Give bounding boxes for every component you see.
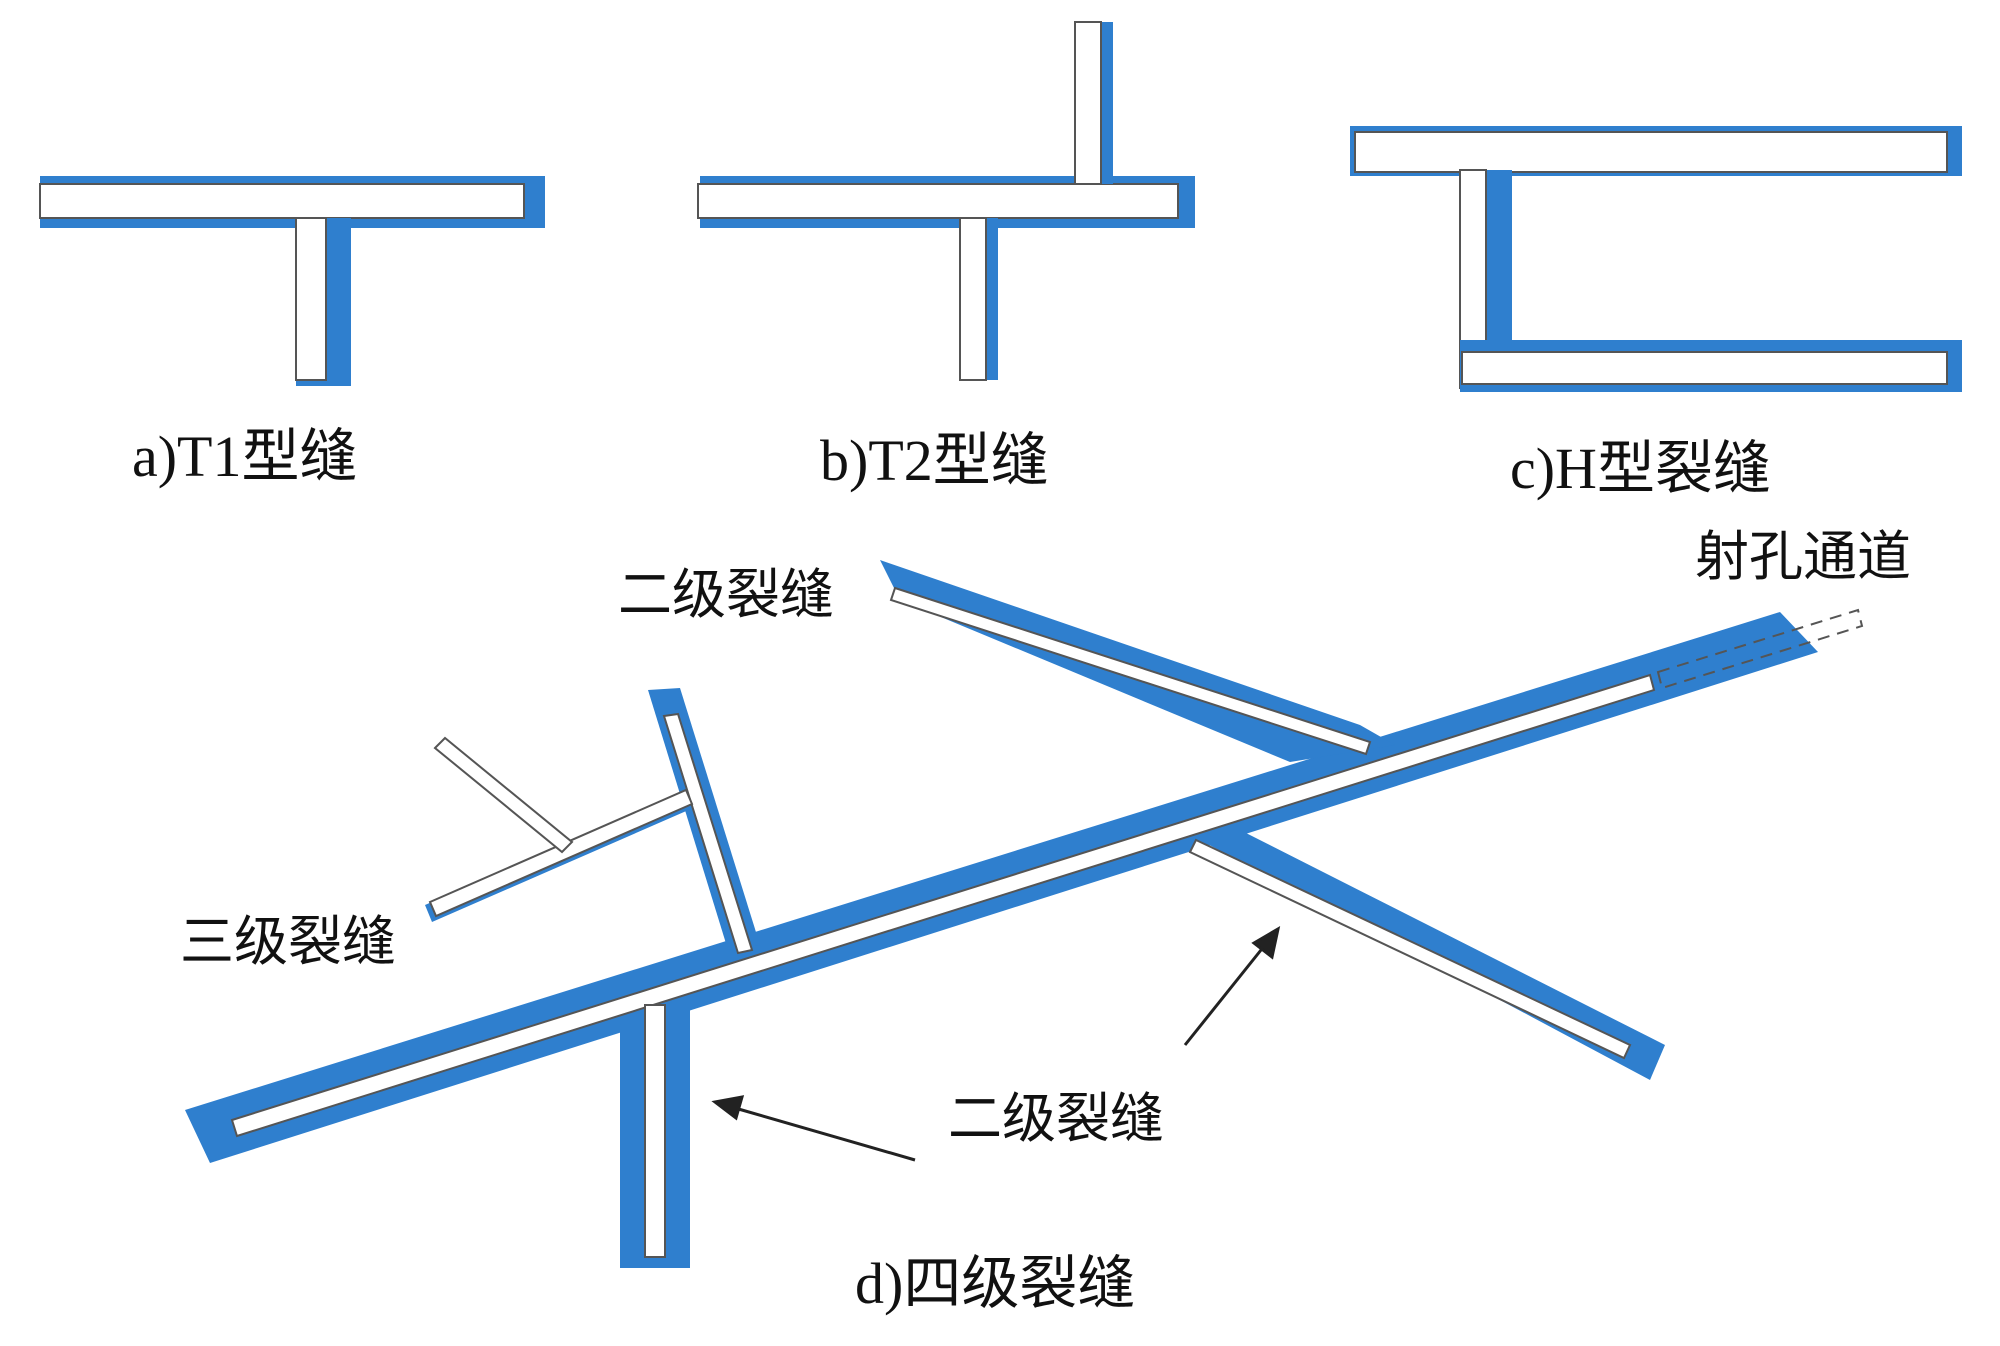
arrow-to-lower-secondary — [1251, 925, 1281, 960]
h-fracture-diagram — [1350, 126, 1962, 392]
label-secondary-fracture-top: 二级裂缝 — [618, 563, 834, 626]
label-perforation-tunnel: 射孔通道 — [1695, 525, 1911, 588]
perforation-tunnel-dashed — [1656, 608, 1864, 690]
caption-four-level: d)四级裂缝 — [855, 1251, 1136, 1316]
caption-t1: a)T1型缝 — [132, 424, 358, 489]
main-fracture-core — [230, 673, 1656, 1138]
t2-fracture-diagram — [697, 21, 1195, 381]
label-tertiary-fracture: 三级裂缝 — [180, 910, 396, 973]
four-level-fracture-diagram — [185, 560, 1864, 1268]
label-secondary-fracture-bottom: 二级裂缝 — [948, 1087, 1164, 1150]
arrow-to-vertical-secondary — [711, 1095, 745, 1121]
caption-h: c)H型裂缝 — [1510, 436, 1771, 501]
t1-fracture-diagram — [39, 176, 545, 386]
caption-t2: b)T2型缝 — [820, 428, 1049, 493]
